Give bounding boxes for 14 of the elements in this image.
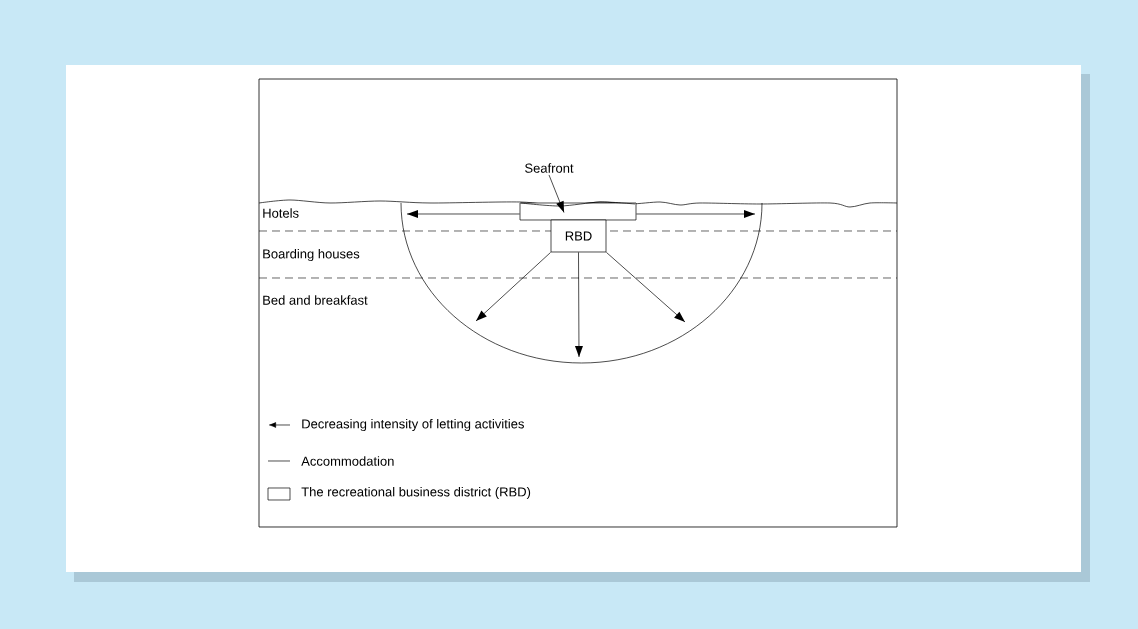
legend-label: The recreational business district (RBD): [301, 486, 531, 500]
arrow: [636, 210, 756, 218]
zone-label: Bed and breakfast: [263, 295, 368, 305]
legend-label: Decreasing intensity of letting activities: [302, 418, 524, 432]
zone-label: Boarding houses: [263, 248, 360, 262]
arrow: [606, 252, 686, 323]
legend-label: Accommodation: [301, 456, 394, 466]
arrow: [475, 252, 551, 322]
place-label: Seafront: [525, 163, 574, 173]
arrow: [406, 210, 520, 218]
arrow: [548, 174, 565, 213]
arrow: [574, 252, 583, 358]
district-box: RBD: [550, 219, 607, 253]
zone-label: Hotels: [263, 208, 299, 218]
